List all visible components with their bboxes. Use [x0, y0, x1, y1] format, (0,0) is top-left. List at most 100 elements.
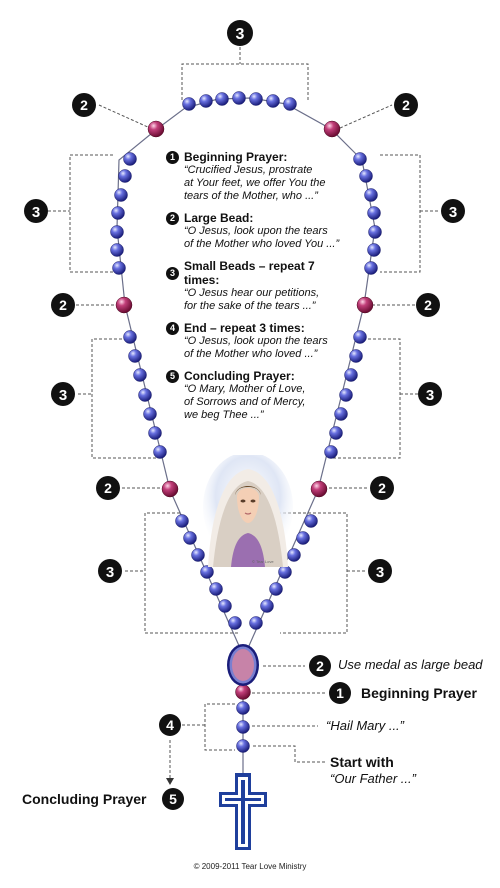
small-bead: [287, 548, 301, 562]
svg-text:4: 4: [166, 717, 174, 733]
small-bead: [215, 92, 229, 106]
small-bead: [110, 243, 124, 257]
small-bead: [110, 225, 124, 239]
small-bead: [182, 97, 196, 111]
small-bead: [324, 445, 338, 459]
large-beads: [115, 120, 374, 700]
small-bead: [133, 368, 147, 382]
step-1: 1 Beginning Prayer: “Crucified Jesus, pro…: [166, 150, 341, 203]
marker-5: 5: [162, 788, 184, 810]
small-bead: [349, 349, 363, 363]
svg-text:2: 2: [316, 658, 324, 674]
svg-text:2: 2: [402, 97, 410, 113]
marker-2: 2: [370, 476, 394, 500]
small-bead: [367, 206, 381, 220]
small-bead: [329, 426, 343, 440]
small-bead: [266, 94, 280, 108]
beginning-prayer-label: Beginning Prayer: [361, 685, 477, 701]
step-quote: “O Jesus, look upon the tears of the Mot…: [184, 225, 340, 250]
step-2: 2 Large Bead: “O Jesus, look upon the tea…: [166, 211, 341, 251]
small-bead: [148, 426, 162, 440]
svg-text:3: 3: [32, 204, 40, 221]
small-bead: [232, 91, 246, 105]
marker-3: 3: [368, 559, 392, 583]
marker-3: 3: [441, 199, 465, 223]
marker-3: 3: [24, 199, 48, 223]
small-bead: [269, 582, 283, 596]
svg-text:2: 2: [378, 480, 386, 496]
marker-3: 3: [418, 382, 442, 406]
step-number: 4: [166, 321, 179, 335]
large-bead: [310, 480, 328, 498]
svg-text:2: 2: [104, 480, 112, 496]
svg-text:3: 3: [236, 26, 245, 43]
small-bead: [249, 616, 263, 630]
svg-text:2: 2: [59, 297, 67, 313]
marker-2: 2: [72, 93, 96, 117]
small-bead: [199, 94, 213, 108]
small-bead: [278, 565, 292, 579]
step-number: 1: [166, 150, 179, 164]
small-bead: [114, 188, 128, 202]
small-bead: [111, 206, 125, 220]
marker-4: 4: [159, 714, 181, 736]
small-bead: [183, 531, 197, 545]
small-bead: [112, 261, 126, 275]
small-bead: [118, 169, 132, 183]
svg-text:3: 3: [376, 564, 384, 581]
svg-text:2: 2: [80, 97, 88, 113]
small-bead: [236, 701, 250, 715]
small-bead: [209, 582, 223, 596]
arrow-down-icon: [166, 778, 174, 785]
markers: 3 2 2 3 3 2 2 3 3 2 2 3 3 2 1 4 5: [24, 20, 465, 810]
marker-3: 3: [98, 559, 122, 583]
step-number: 3: [166, 266, 179, 280]
small-bead: [368, 225, 382, 239]
marker-2: 2: [51, 293, 75, 317]
medal-label: Use medal as large bead: [338, 657, 483, 672]
step-number: 5: [166, 369, 179, 383]
small-bead: [260, 599, 274, 613]
start-with-label: Start with: [330, 754, 394, 770]
step-quote: “Crucified Jesus, prostrate at Your feet…: [184, 164, 326, 202]
svg-text:1: 1: [336, 685, 344, 701]
large-bead: [161, 480, 179, 498]
small-bead: [123, 330, 137, 344]
cross-icon: [219, 773, 267, 850]
small-bead: [353, 330, 367, 344]
concluding-prayer-label: Concluding Prayer: [22, 791, 147, 807]
small-bead: [339, 388, 353, 402]
step-quote: “O Jesus hear our petitions, for the sak…: [184, 287, 320, 312]
step-quote: “O Jesus, look upon the tears of the Mot…: [184, 335, 328, 360]
small-bead: [218, 599, 232, 613]
small-bead: [283, 97, 297, 111]
step-title: Beginning Prayer:: [184, 150, 288, 164]
madonna-image: [203, 455, 293, 567]
small-bead: [138, 388, 152, 402]
step-title: End – repeat 3 times:: [184, 321, 305, 335]
marker-2: 2: [96, 476, 120, 500]
large-bead: [235, 684, 251, 700]
small-bead: [236, 739, 250, 753]
small-bead: [123, 152, 137, 166]
callout-brackets: [48, 47, 440, 778]
small-bead: [175, 514, 189, 528]
marker-2: 2: [309, 655, 331, 677]
large-bead: [115, 296, 133, 314]
step-number: 2: [166, 211, 179, 225]
step-4: 4 End – repeat 3 times: “O Jesus, look up…: [166, 321, 341, 361]
small-bead: [153, 445, 167, 459]
step-title: Concluding Prayer:: [184, 369, 295, 383]
large-bead: [147, 120, 165, 138]
small-bead: [364, 188, 378, 202]
small-bead: [367, 243, 381, 257]
svg-text:5: 5: [169, 791, 177, 807]
copyright-footer: © 2009-2011 Tear Love Ministry: [193, 862, 307, 871]
svg-text:3: 3: [449, 204, 457, 221]
step-title: Large Bead:: [184, 211, 254, 225]
small-bead: [228, 616, 242, 630]
svg-text:3: 3: [426, 387, 434, 404]
small-bead: [200, 565, 214, 579]
